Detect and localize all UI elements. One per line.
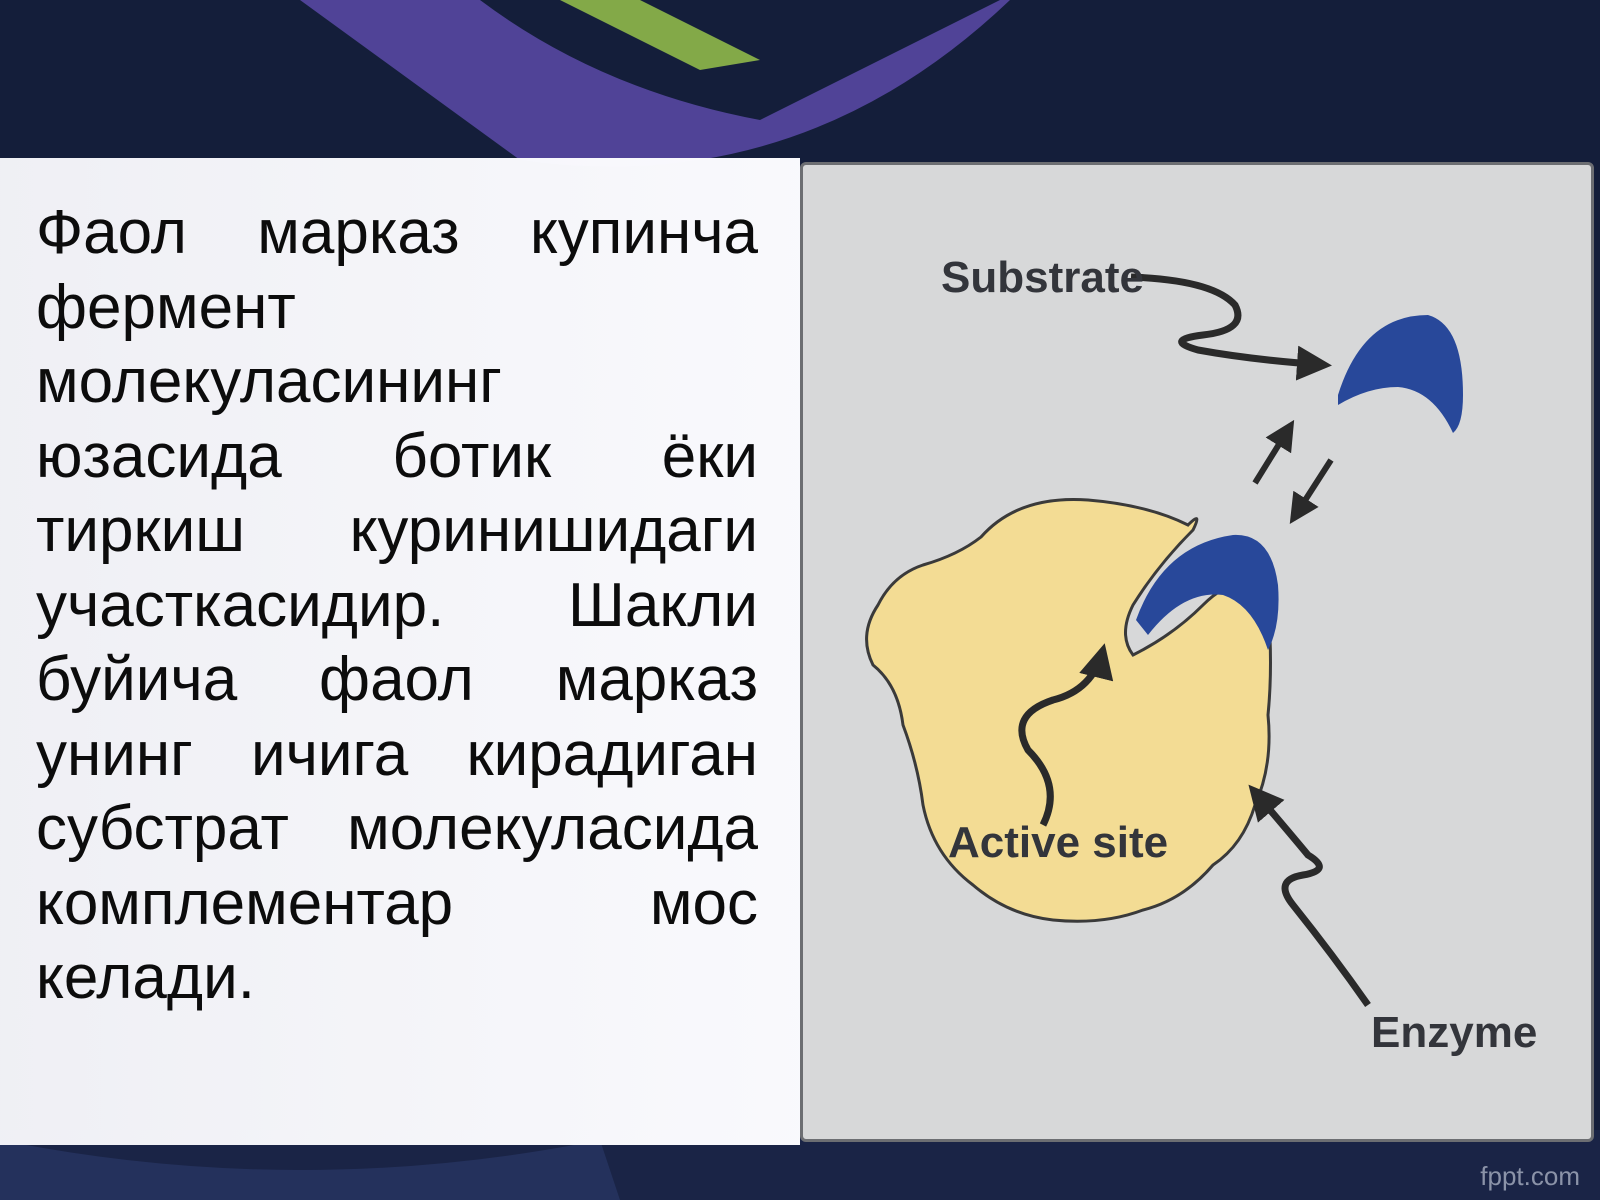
enzyme-diagram: Substrate Active site Enzyme [800,162,1594,1142]
diagram-canvas: Substrate Active site Enzyme [865,253,1537,1057]
substrate-arrow [1130,273,1332,381]
active-site-arrow [1018,643,1114,827]
slide-body-text: Фаол марказ купинча фермент молекуласини… [36,198,758,1012]
label-substrate: Substrate [941,253,1144,302]
enzyme-arrow [1248,784,1371,1008]
label-active-site: Active site [948,818,1168,867]
label-enzyme: Enzyme [1371,1008,1537,1057]
substrate-bound [1136,534,1279,650]
footer-brand: fppt.com [1480,1161,1580,1191]
text-panel [0,158,800,1145]
substrate-free [1338,315,1463,433]
